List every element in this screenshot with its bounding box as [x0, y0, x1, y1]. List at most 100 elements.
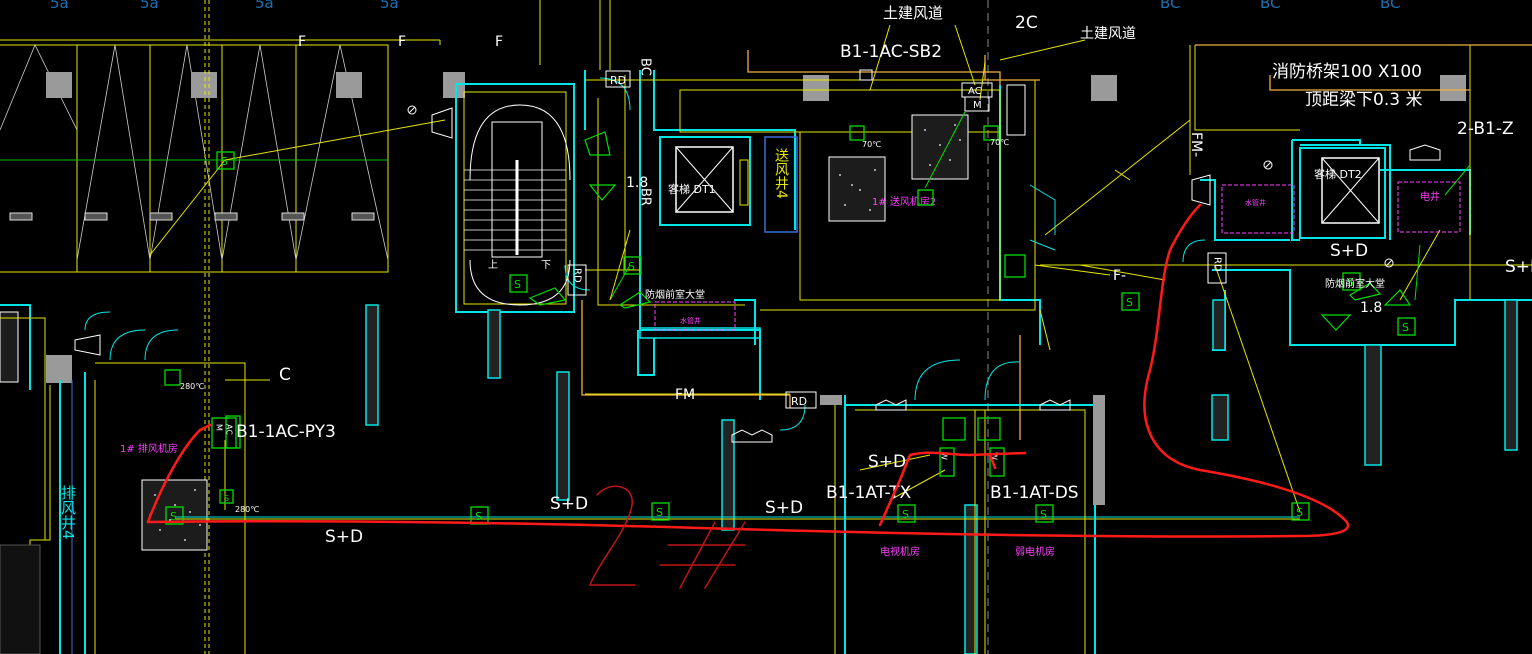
label-sd-2: S+D: [1505, 257, 1532, 277]
svg-text:S: S: [628, 260, 635, 273]
fan-room-1-label: 1# 送风机房2: [872, 195, 936, 208]
rd-label-2: RD: [572, 268, 583, 283]
label-2c: 2C: [1015, 13, 1038, 33]
label-sd-5: S+D: [765, 498, 803, 518]
red-route-main: [146, 203, 1350, 538]
svg-text:5a: 5a: [255, 0, 274, 12]
label-2-b1-z: 2-B1-Z: [1457, 119, 1514, 139]
lobby-label-1: 防烟前室大堂: [645, 288, 705, 301]
label-sd-1: S+D: [1330, 241, 1368, 261]
svg-text:S: S: [1040, 508, 1047, 521]
rd-label-1: RD: [610, 74, 626, 87]
label-b1-1at-tx: B1-1AT-TX: [826, 483, 912, 503]
tujian-right-label: 土建风道: [1080, 26, 1136, 42]
m-label: M: [973, 100, 982, 111]
label-1-8-right: 1.8: [1360, 300, 1382, 316]
parking-area: [0, 44, 389, 273]
bottom-rooms: [820, 359, 1105, 654]
elevator-dt1-label: 客梯 DT1: [668, 182, 716, 196]
magenta-shafts: [654, 181, 1461, 331]
supply-shaft-label: 送风井4: [773, 148, 789, 199]
label-b1-1ac-py3: B1-1AC-PY3: [236, 422, 336, 442]
m-label-2: M: [215, 424, 224, 431]
temp-280-2: 280℃: [235, 505, 259, 514]
tv-room-label: 电视机房: [880, 545, 920, 558]
ac-label-2: AC: [225, 424, 234, 435]
lobby-label-2: 防烟前室大堂: [1325, 277, 1385, 290]
plan-labels: 土建风道 2C 土建风道 B1-1AC-SB2 消防桥架100 X100 顶距梁…: [180, 4, 1532, 547]
label-f-3: F: [495, 34, 503, 50]
temp-70-1: 70℃: [862, 140, 881, 149]
exhaust-room-walls: [0, 304, 246, 654]
svg-text:S: S: [1402, 321, 1409, 334]
shaft-label-1: 水管井: [680, 316, 701, 325]
w-label-1: W: [940, 452, 949, 460]
smoke-dampers: [164, 125, 1416, 525]
svg-text:S: S: [514, 278, 521, 291]
rd-boxes: [567, 70, 1227, 409]
svg-text:S: S: [475, 510, 482, 523]
core-wall-blocks: [365, 299, 1518, 654]
parking-wheel-stops: [9, 212, 375, 221]
valve-icons: [74, 69, 1441, 443]
label-f-right: F-: [1113, 268, 1126, 284]
svg-text:S: S: [221, 155, 228, 168]
label-f-1: F: [298, 34, 306, 50]
grid-axis-lines: [204, 0, 989, 654]
core-frame-yellow: [585, 45, 1471, 311]
duct-lines: [0, 0, 1532, 510]
bridge-line-1: 消防桥架100 X100: [1272, 62, 1422, 82]
rd-label-3: RD: [791, 395, 807, 408]
label-bc: BC: [638, 58, 653, 76]
ac-label: AC: [968, 86, 982, 97]
elevator-dt2-label: 客梯 DT2: [1314, 167, 1362, 181]
label-fm-vertical: FM-: [1188, 132, 1204, 157]
elevator-dt1: [675, 146, 749, 213]
temp-280-1: 280℃: [180, 382, 204, 391]
svg-text:S: S: [1347, 276, 1354, 289]
doors: [84, 77, 1206, 431]
svg-text:S: S: [170, 510, 177, 523]
exhaust-shaft-hatch: [0, 544, 41, 654]
svg-text:BC: BC: [1380, 0, 1401, 12]
w-label-2: W: [990, 452, 999, 460]
supply-shaft-box: [764, 136, 798, 233]
red-tick-2: [988, 453, 997, 470]
weak-room-label: 弱电机房: [1015, 545, 1055, 558]
svg-text:S: S: [902, 508, 909, 521]
label-f-2: F: [398, 34, 406, 50]
exhaust-room-doors: [109, 329, 179, 361]
svg-text:S: S: [224, 494, 229, 503]
svg-text:BC: BC: [1260, 0, 1281, 12]
red-markup: [146, 203, 1350, 538]
ac-m-boxes: [961, 82, 1026, 136]
label-sd-6: S+D: [325, 527, 363, 547]
staircase: [455, 83, 575, 313]
shaft-label-2: 水管井: [1245, 198, 1266, 207]
label-b1-1at-ds: B1-1AT-DS: [990, 483, 1079, 503]
fan-bases: [0, 114, 969, 551]
label-br: BR: [638, 188, 653, 206]
hand-drawn-number: [588, 485, 746, 589]
temp-70-2: 70℃: [990, 138, 1009, 147]
shaft-label-3: 电井: [1420, 190, 1440, 203]
tujian-top-label: 土建风道: [883, 4, 943, 22]
stair-up-label: 上: [488, 259, 498, 271]
stair-down-label: 下: [541, 260, 551, 271]
green-leaders: [609, 111, 1471, 301]
label-fm-h: FM: [675, 387, 695, 403]
structural-columns: [46, 72, 1466, 383]
rd-label-4: RD: [1212, 257, 1223, 272]
fan-symbols: [528, 131, 1412, 331]
svg-text:5a: 5a: [50, 0, 69, 12]
bridge-line-2: 顶距梁下0.3 米: [1305, 90, 1422, 110]
elevator-dt2: [1299, 147, 1386, 239]
exhaust-room-label: 1# 排风机房: [120, 442, 178, 455]
red-tick-1: [878, 451, 1027, 527]
exhaust-shaft-label: 排风井4: [59, 485, 77, 540]
label-sd-4: S+D: [550, 494, 588, 514]
svg-text:BC: BC: [1160, 0, 1181, 12]
